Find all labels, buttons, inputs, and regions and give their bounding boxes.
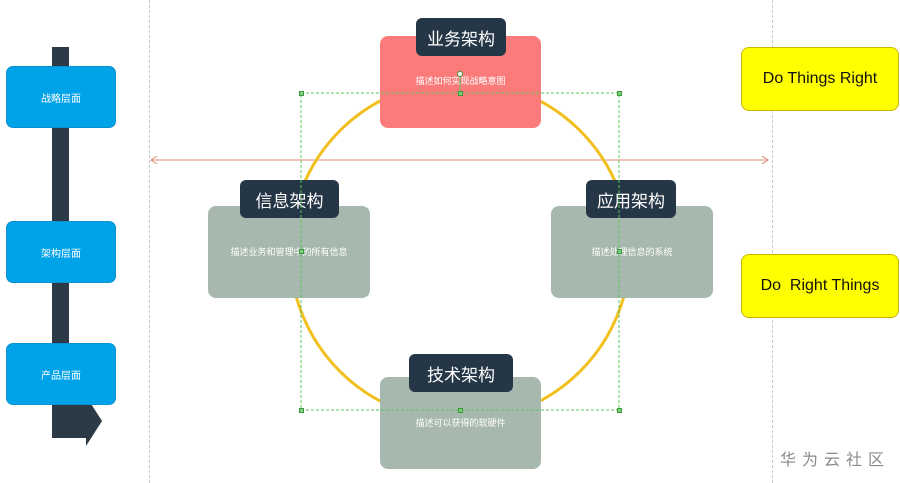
application-architecture-title: 应用架构 bbox=[586, 180, 676, 218]
right-guide-line bbox=[772, 0, 773, 483]
information-architecture-title: 信息架构 bbox=[240, 180, 339, 218]
technology-architecture-card[interactable]: 描述可以获得的软硬件 bbox=[380, 377, 541, 469]
business-architecture-title: 业务架构 bbox=[416, 18, 506, 56]
resize-handle-bottom[interactable] bbox=[458, 408, 463, 413]
resize-handle-top-right[interactable] bbox=[617, 91, 622, 96]
application-architecture-card[interactable]: 描述处理信息的系统 bbox=[551, 206, 713, 298]
information-architecture-description: 描述业务和管理中的所有信息 bbox=[230, 247, 348, 258]
level-product-label: 产品层面 bbox=[41, 370, 81, 382]
resize-handle-left[interactable] bbox=[299, 249, 304, 254]
business-architecture-title-text: 业务架构 bbox=[427, 29, 495, 50]
level-strategy[interactable]: 战略层面 bbox=[6, 66, 116, 128]
technology-architecture-description: 描述可以获得的软硬件 bbox=[415, 418, 506, 429]
note-do-right-things[interactable]: Do Right Things bbox=[741, 254, 899, 318]
note-do-things-right-text: Do Things Right bbox=[762, 70, 878, 87]
watermark: 华为云社区 bbox=[780, 446, 890, 470]
application-architecture-title-text: 应用架构 bbox=[597, 191, 665, 212]
resize-handle-bottom-right[interactable] bbox=[617, 408, 622, 413]
information-architecture-title-text: 信息架构 bbox=[255, 191, 324, 212]
application-architecture-description: 描述处理信息的系统 bbox=[591, 247, 673, 258]
level-architecture-label: 架构层面 bbox=[41, 248, 81, 260]
technology-architecture-title: 技术架构 bbox=[409, 354, 513, 392]
information-architecture-card[interactable]: 描述业务和管理中的所有信息 bbox=[208, 206, 370, 298]
resize-handle-right[interactable] bbox=[617, 249, 622, 254]
note-do-right-things-text: Do Right Things bbox=[760, 277, 880, 294]
resize-handle-top-left[interactable] bbox=[299, 91, 304, 96]
resize-handle-top[interactable] bbox=[458, 91, 463, 96]
watermark-text: 华为云社区 bbox=[780, 450, 891, 469]
resize-handle-bottom-left[interactable] bbox=[299, 408, 304, 413]
technology-architecture-title-text: 技术架构 bbox=[427, 365, 495, 386]
level-strategy-label: 战略层面 bbox=[41, 93, 81, 105]
level-architecture[interactable]: 架构层面 bbox=[6, 221, 116, 283]
left-guide-line bbox=[149, 0, 150, 483]
note-do-things-right[interactable]: Do Things Right bbox=[741, 47, 899, 111]
level-product[interactable]: 产品层面 bbox=[6, 343, 116, 405]
